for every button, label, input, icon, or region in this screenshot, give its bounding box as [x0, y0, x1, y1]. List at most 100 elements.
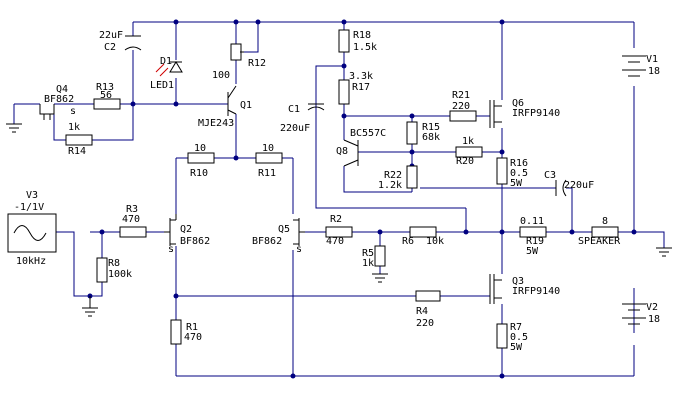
resistor-r8: [96, 257, 108, 283]
label-q6: Q6: [512, 98, 524, 109]
resistor-r21: [449, 110, 477, 122]
label-q2-type: BF862: [180, 236, 210, 247]
signal-source-v3: [7, 213, 57, 253]
label-v3-value: -1/1V: [14, 202, 44, 213]
resistor-r1: [170, 319, 182, 345]
mosfet-q6: [489, 100, 502, 128]
label-r20: R20: [456, 156, 474, 167]
label-r21-value: 220: [452, 101, 470, 112]
resistor-r17: [338, 79, 350, 105]
label-r10: R10: [190, 168, 208, 179]
label-q8-type: BC557C: [350, 128, 386, 139]
label-q8: Q8: [336, 146, 348, 157]
label-c3-value: 220uF: [564, 180, 594, 191]
label-q4-s: s: [70, 106, 76, 117]
label-v2: V2: [646, 302, 658, 313]
ground-symbol: [656, 247, 672, 257]
ground-symbol: [6, 123, 22, 133]
component-labels: 22uF C2 D1 LED1 R18 1.5k 100 R12 Q1 MJE2…: [14, 30, 660, 353]
label-r8-value: 100k: [108, 269, 132, 280]
label-r12: R12: [248, 58, 266, 69]
label-led1: LED1: [150, 80, 174, 91]
label-r13-value: 56: [100, 90, 112, 101]
label-r16-value: 0.5: [510, 168, 528, 179]
label-r3: R3: [126, 204, 138, 215]
resistor-r15: [406, 121, 418, 145]
label-q3-type: IRFP9140: [512, 286, 560, 297]
label-r17-value: 3.3k: [349, 71, 373, 82]
label-r22: R22: [384, 170, 402, 181]
resistor-r5: [374, 245, 386, 267]
capacitor-c1: [307, 103, 325, 111]
capacitor-c3: [555, 179, 567, 197]
label-v1: V1: [646, 54, 658, 65]
label-r11: R11: [258, 168, 276, 179]
speaker-load: [591, 226, 619, 238]
resistor-r3: [119, 226, 147, 238]
label-r14: R14: [68, 146, 86, 157]
label-q5: Q5: [278, 224, 290, 235]
label-q2-s: s: [168, 244, 174, 255]
label-r18: R18: [353, 30, 371, 41]
label-r4: R4: [416, 306, 428, 317]
label-q4: Q4: [56, 84, 68, 95]
label-v1-value: 18: [648, 66, 660, 77]
label-r5: R5: [362, 248, 374, 259]
jfet-q5: [293, 218, 305, 246]
label-r7: R7: [510, 322, 522, 333]
label-r12-value: 100: [212, 70, 230, 81]
label-r19: R19: [526, 236, 544, 247]
label-r3-value: 470: [122, 214, 140, 225]
label-r1: R1: [186, 322, 198, 333]
resistor-r20: [455, 146, 483, 158]
led-d1: [155, 61, 183, 77]
ground-symbol: [372, 273, 388, 283]
label-v2-value: 18: [648, 314, 660, 325]
jfet-q2: [164, 214, 177, 246]
battery-v1: [622, 55, 646, 77]
resistor-r18: [338, 29, 350, 53]
label-q3: Q3: [512, 276, 524, 287]
label-r17: R17: [352, 82, 370, 93]
label-r6-value: 10k: [426, 236, 444, 247]
label-r8: R8: [108, 258, 120, 269]
capacitor-c2: [124, 35, 142, 51]
battery-v2: [622, 303, 646, 325]
label-r16: R16: [510, 158, 528, 169]
transistor-q8: [343, 139, 359, 167]
label-r14-value: 1k: [68, 122, 80, 133]
resistor-r12: [230, 43, 244, 61]
label-c3: C3: [544, 170, 556, 181]
label-r4-value: 220: [416, 318, 434, 329]
resistor-r13: [93, 98, 121, 110]
transistor-q1: [227, 85, 237, 116]
resistor-r6: [409, 226, 437, 238]
label-r15-value: 68k: [422, 132, 440, 143]
label-r2: R2: [330, 214, 342, 225]
label-speaker-value: 8: [602, 216, 608, 227]
mosfet-q3: [489, 274, 502, 304]
label-speaker: SPEAKER: [578, 236, 621, 247]
label-r7-value: 0.5: [510, 332, 528, 343]
label-c1: C1: [288, 104, 300, 115]
resistor-r14: [65, 134, 93, 146]
jfet-q4: [39, 104, 55, 120]
label-r11-value: 10: [262, 143, 274, 154]
label-q5-type: BF862: [252, 236, 282, 247]
wires: [13, 21, 665, 377]
resistor-r2: [325, 226, 353, 238]
resistor-r10: [187, 152, 215, 164]
label-r18-value: 1.5k: [353, 42, 377, 53]
resistor-r7: [496, 323, 508, 349]
label-r6: R6: [402, 236, 414, 247]
resistor-r19: [519, 226, 547, 238]
label-q4-type: BF862: [44, 94, 74, 105]
label-r1-value: 470: [184, 332, 202, 343]
label-q5-s: s: [296, 244, 302, 255]
label-r16-watt: 5W: [510, 178, 523, 189]
label-r19-value: 0.11: [520, 216, 544, 227]
label-q1: Q1: [240, 100, 252, 111]
label-d1: D1: [160, 56, 172, 67]
label-q6-type: IRFP9140: [512, 108, 560, 119]
